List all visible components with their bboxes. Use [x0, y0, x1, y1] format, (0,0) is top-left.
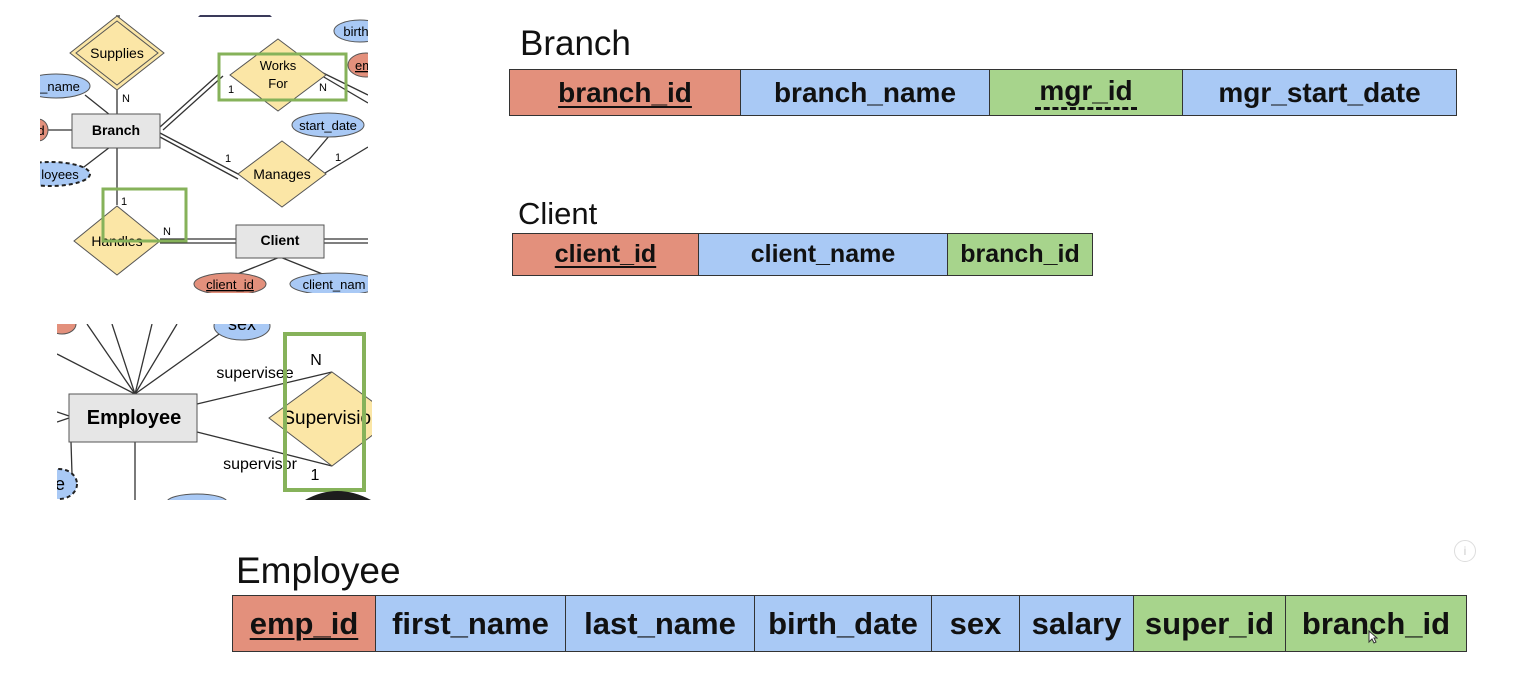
er-diagram-branch: Supplies N _name d Branch loyees Works F… — [40, 15, 368, 293]
super-id-column: super_id — [1134, 596, 1286, 651]
handles-cardinality-n: N — [163, 226, 171, 238]
d-attribute — [40, 118, 49, 142]
salary-column: salary — [1020, 596, 1134, 651]
works-for-relationship-shape — [229, 38, 327, 112]
supplies-cardinality: N — [122, 93, 130, 105]
client-table: client_id client_name branch_id — [512, 233, 1093, 276]
client-entity — [235, 224, 325, 259]
client-table-title: Client — [518, 196, 598, 231]
name-attribute-label: _name — [40, 79, 80, 94]
emp-id-attribute — [57, 324, 77, 335]
info-icon[interactable]: i — [1454, 540, 1476, 562]
works-for-cardinality-n: N — [319, 82, 327, 94]
birth-attribute — [333, 19, 368, 43]
sex-attribute — [213, 324, 271, 341]
client-id-attribute-label: client_id — [206, 277, 254, 292]
d-attribute-label: d — [40, 123, 45, 138]
client-branch-id-column: branch_id — [948, 234, 1092, 275]
er-diagram-supervision: sex e Employee Supervision supervisee su… — [57, 324, 372, 500]
works-for-label-2: For — [268, 76, 288, 91]
manages-cardinality-1b: 1 — [335, 152, 341, 164]
branch-entity — [71, 113, 161, 149]
supplies-relationship-shape — [69, 15, 165, 91]
supervisor-cardinality: 1 — [311, 467, 320, 484]
mgr-id-label: mgr_id — [1035, 75, 1137, 110]
last-name-column: last_name — [566, 596, 755, 651]
branch-table-title: Branch — [520, 24, 631, 63]
em-attribute — [347, 52, 368, 78]
manages-relationship-shape — [237, 140, 327, 208]
supervisee-cardinality: N — [310, 352, 322, 369]
presenter-avatar — [305, 491, 371, 500]
supervision-highlight-box — [283, 332, 366, 492]
cutoff-shape — [198, 15, 272, 17]
employee-entity — [68, 393, 198, 443]
branch-table: branch_id branch_name mgr_id mgr_start_d… — [509, 69, 1457, 116]
employee-branch-id-column: branch_id — [1286, 596, 1466, 651]
mgr-id-column: mgr_id — [990, 70, 1183, 115]
client-id-attribute — [193, 272, 267, 293]
branch-id-column: branch_id — [510, 70, 741, 115]
supplies-label: Supplies — [90, 45, 144, 61]
branch-name-column: branch_name — [741, 70, 990, 115]
first-name-column: first_name — [376, 596, 566, 651]
sex-column: sex — [932, 596, 1020, 651]
name-attribute — [40, 73, 91, 99]
employee-table: emp_id first_name last_name birth_date s… — [232, 595, 1467, 652]
supervision-relationship-shape — [268, 371, 372, 467]
supervisee-label: supervisee — [216, 365, 293, 382]
works-for-cardinality-1: 1 — [228, 84, 234, 96]
bottom-attribute — [167, 493, 227, 500]
client-name-attribute — [289, 272, 368, 293]
start-date-attribute — [291, 112, 365, 138]
birth-attribute-label: birth — [343, 24, 368, 39]
employees-attribute — [40, 161, 91, 187]
manages-cardinality-1a: 1 — [225, 153, 231, 165]
sex-attribute-label: sex — [228, 324, 256, 334]
supervisor-label: supervisor — [223, 456, 297, 473]
handles-highlight-box — [101, 187, 188, 243]
supervision-connectors — [57, 324, 333, 500]
client-name-attribute-label: client_nam — [303, 277, 366, 292]
emp-id-column: emp_id — [233, 596, 376, 651]
employees-attribute-label: loyees — [41, 167, 79, 182]
works-for-highlight-box — [217, 52, 348, 102]
manages-label: Manages — [253, 166, 311, 182]
birth-date-column: birth_date — [755, 596, 932, 651]
supervision-label: Supervision — [282, 408, 372, 429]
client-entity-label: Client — [261, 232, 300, 248]
client-name-column: client_name — [699, 234, 948, 275]
mouse-cursor-icon — [1368, 630, 1378, 644]
start-date-attribute-label: start_date — [299, 118, 357, 133]
employee-entity-label: Employee — [87, 407, 181, 429]
handles-cardinality-1: 1 — [121, 196, 127, 208]
works-for-label-1: Works — [260, 58, 297, 73]
branch-entity-label: Branch — [92, 122, 140, 138]
e-attribute-label: e — [57, 474, 65, 494]
em-attribute-label: em — [355, 58, 368, 73]
mgr-start-date-column: mgr_start_date — [1183, 70, 1456, 115]
client-id-column: client_id — [513, 234, 699, 275]
employee-table-title: Employee — [236, 550, 401, 591]
e-attribute — [57, 468, 78, 500]
